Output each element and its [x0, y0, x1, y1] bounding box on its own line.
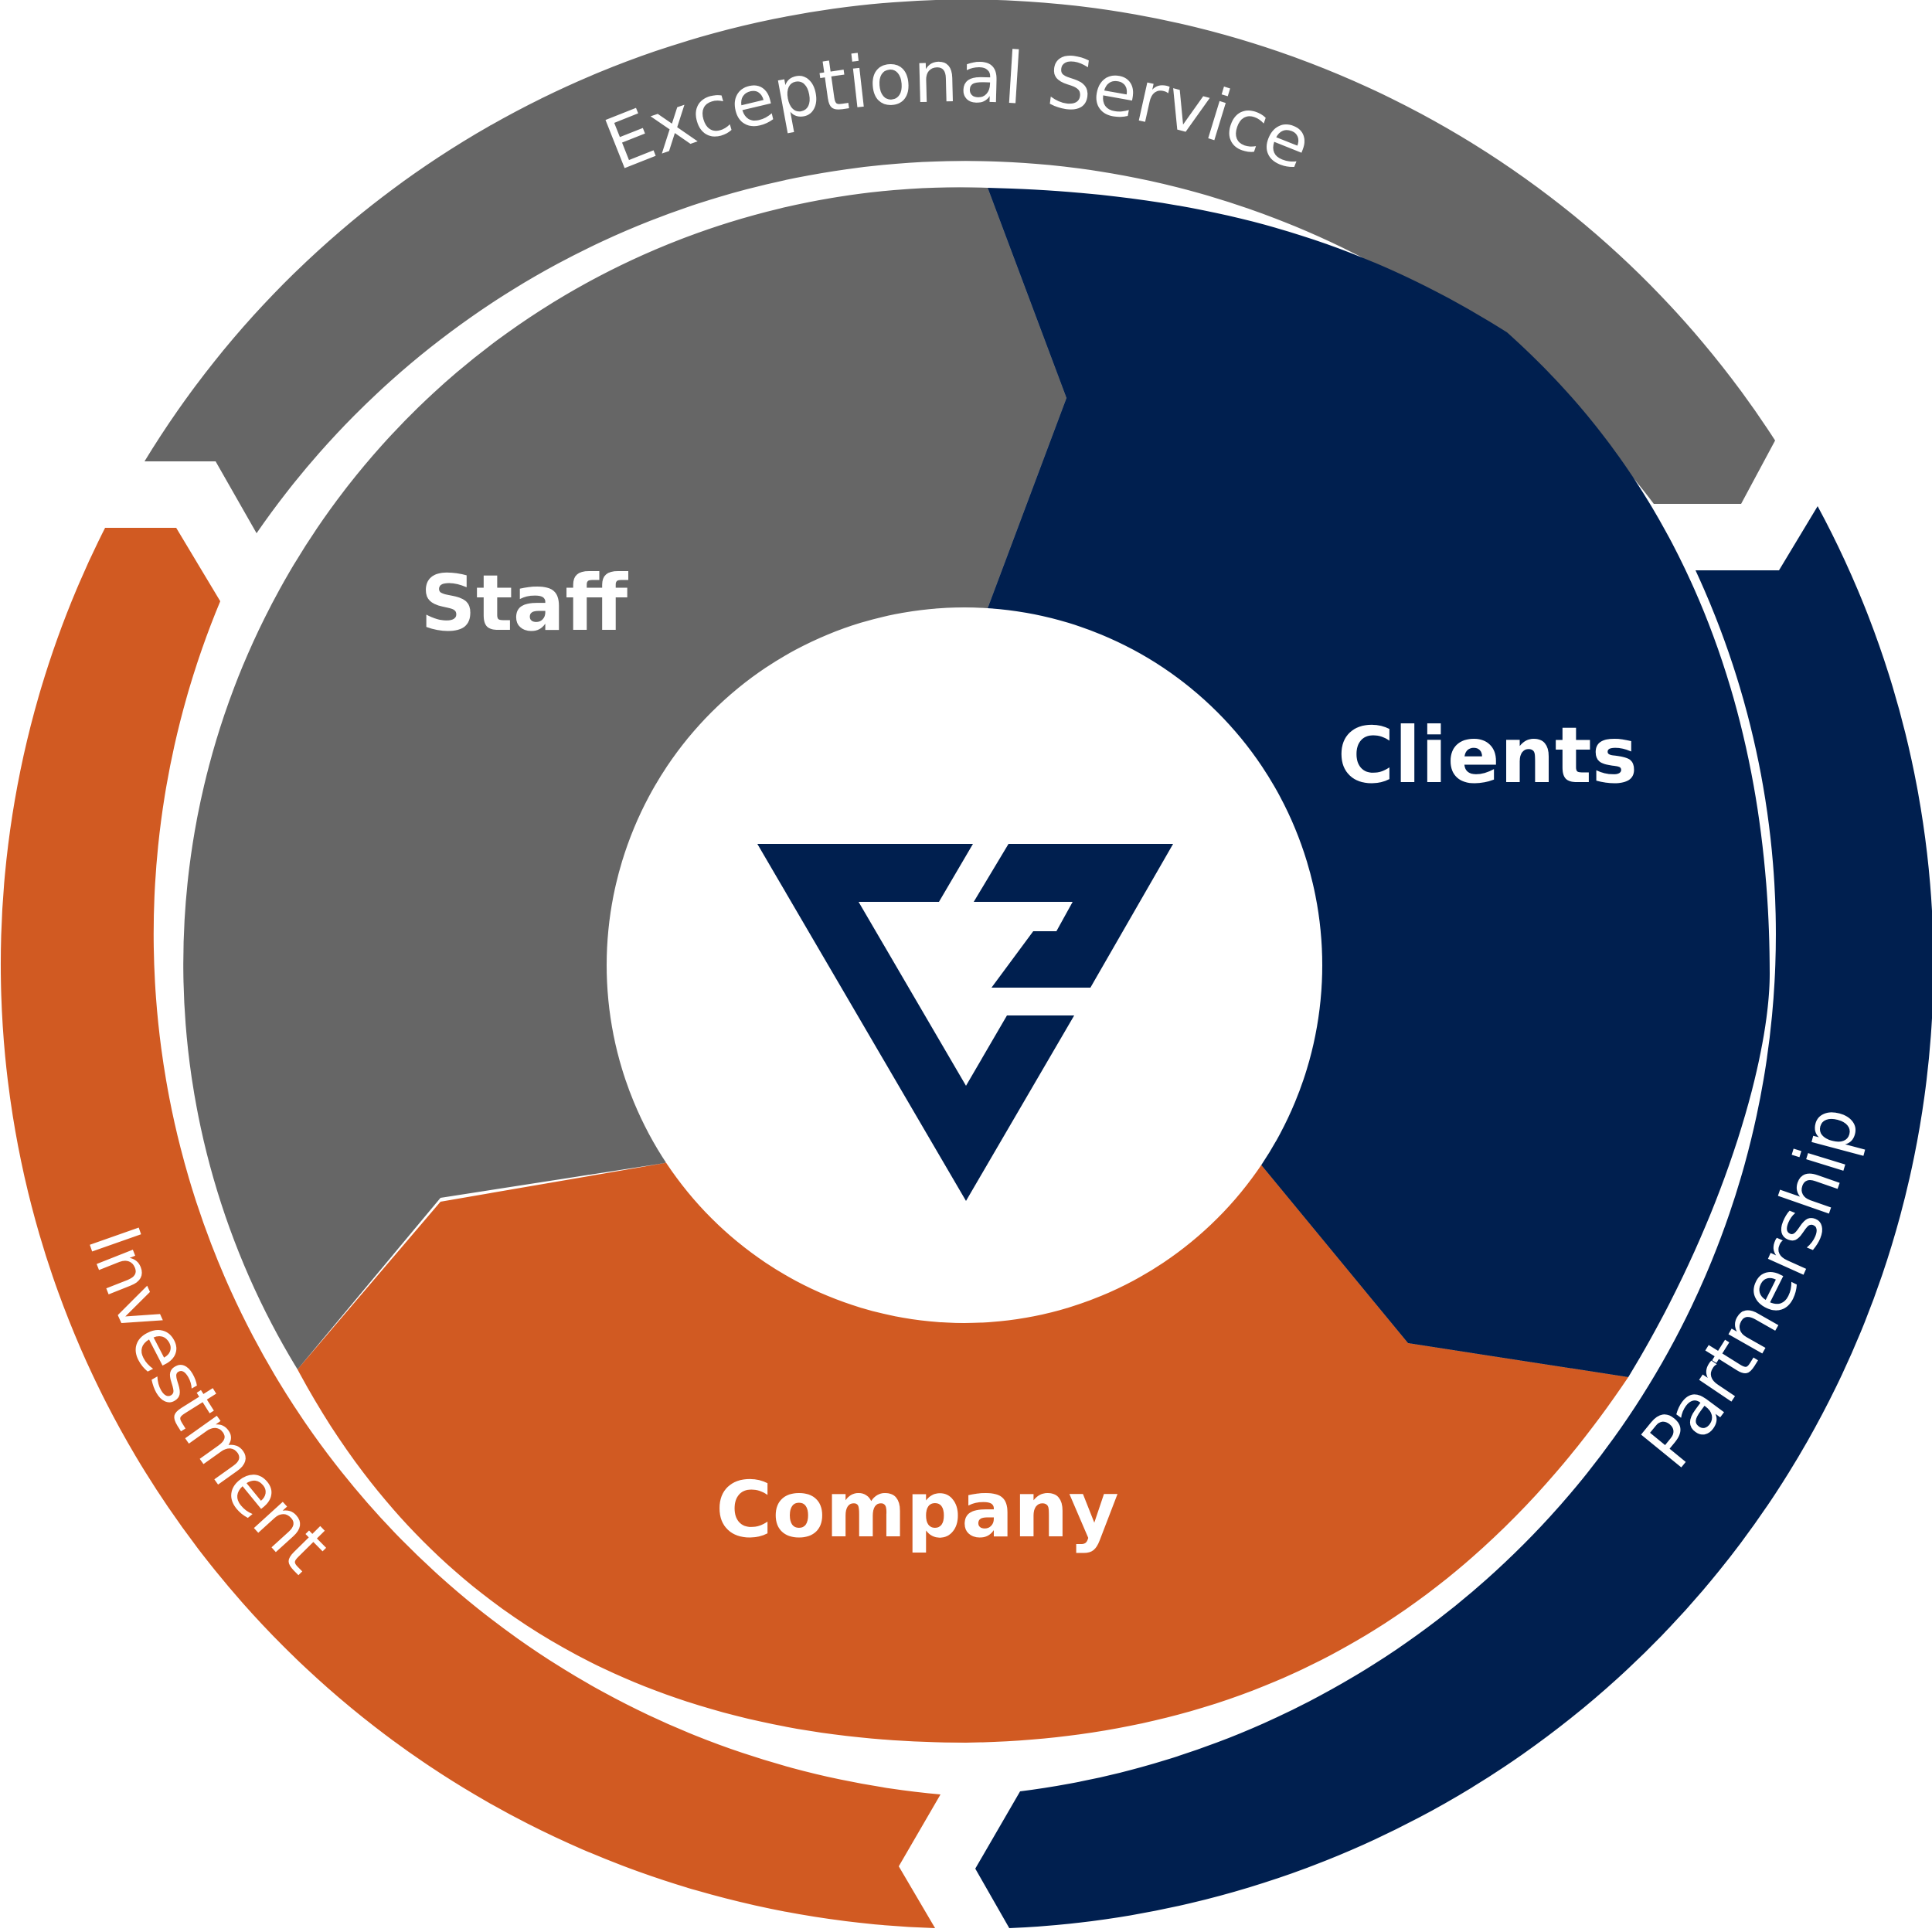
segment-label-clients: Clients [1338, 710, 1638, 801]
outer-arc-partnership [975, 506, 1932, 1928]
segment-staff [183, 187, 1066, 1369]
outer-arc-investment [0, 528, 941, 1928]
outer-arc-exceptional-service [145, 0, 1775, 533]
company-logo-icon [757, 844, 1173, 1201]
segment-company [298, 1028, 1628, 1743]
center-circle [607, 607, 1322, 1323]
segment-label-company: Company [716, 1464, 1119, 1555]
segment-label-staff: Staff [420, 558, 628, 648]
